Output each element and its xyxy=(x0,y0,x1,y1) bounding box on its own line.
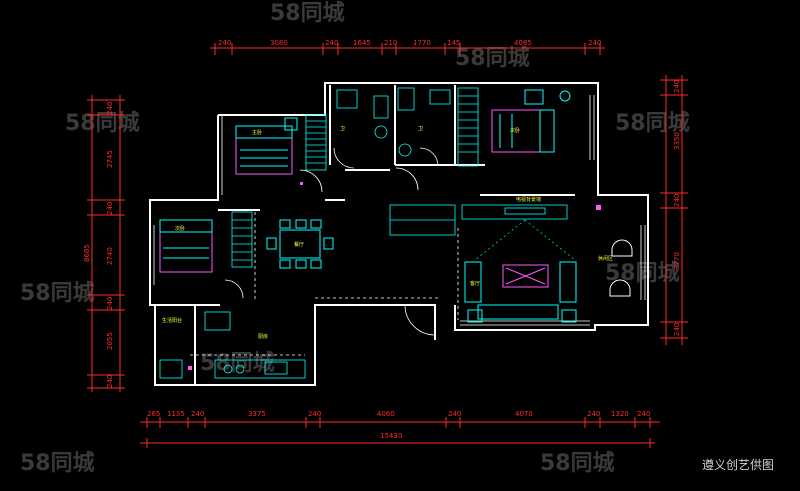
dim-label: 1770 xyxy=(413,39,431,47)
kitchen-fixtures xyxy=(159,311,306,379)
watermark: 58同城 xyxy=(65,110,140,136)
wardrobe-2 xyxy=(231,211,253,268)
left-dimension-labels: 240 2745 240 2740 240 2055 240 8685 xyxy=(83,102,114,388)
living-dashes xyxy=(474,219,576,261)
dashed-lines xyxy=(190,212,459,356)
dim-label: 1645 xyxy=(353,39,371,47)
dim-label: 240 xyxy=(448,410,461,418)
dim-label: 240 xyxy=(325,39,338,47)
bed-second xyxy=(159,219,213,273)
right-dimension-labels: 240 3350 240 3770 240 xyxy=(673,80,681,336)
markers xyxy=(188,182,601,370)
room-label-kitchen: 厨房 xyxy=(258,333,268,340)
bed-third xyxy=(491,89,571,153)
dim-label: 240 xyxy=(106,297,114,310)
dim-label: 210 xyxy=(384,39,397,47)
dim-label: 240 xyxy=(106,202,114,215)
dim-label: 240 xyxy=(587,410,600,418)
wardrobe xyxy=(305,114,327,171)
dim-label: 240 xyxy=(106,375,114,388)
watermarks: 58同城 58同城 58同城 58同城 58同城 58同城 58同城 58同城 … xyxy=(20,0,690,476)
bottom-dimension-labels: 265 1135 240 3375 240 4060 240 4070 240 … xyxy=(147,410,650,440)
dim-label: 240 xyxy=(588,39,601,47)
dim-total: 15430 xyxy=(380,432,402,440)
watermark: 58同城 xyxy=(270,0,345,26)
dim-label: 3770 xyxy=(673,252,681,270)
dim-label: 2740 xyxy=(106,247,114,265)
dining-table xyxy=(266,219,334,269)
watermark: 58同城 xyxy=(455,45,530,71)
top-dimension-labels: 240 3080 240 1645 210 1770 145 4085 240 xyxy=(218,39,601,47)
dim-label: 1135 xyxy=(167,410,185,418)
watermark: 58同城 xyxy=(605,260,680,286)
dim-label: 4085 xyxy=(514,39,532,47)
living-sofa xyxy=(464,261,577,323)
room-label-balcony: 生活阳台 xyxy=(162,317,182,324)
room-label-third-bedroom: 次卧 xyxy=(510,127,520,134)
dim-total: 8685 xyxy=(83,244,91,262)
doors xyxy=(224,147,439,336)
dim-label: 240 xyxy=(191,410,204,418)
dim-label: 3350 xyxy=(673,132,681,150)
dim-label: 2745 xyxy=(106,150,114,168)
room-label-dining: 餐厅 xyxy=(294,241,304,248)
leisure-chairs xyxy=(609,239,633,297)
dim-label: 240 xyxy=(673,323,681,336)
watermark: 58同城 xyxy=(200,350,275,376)
dim-label: 4060 xyxy=(377,410,395,418)
image-caption: 遵义创艺供图 xyxy=(701,458,774,472)
dim-label: 240 xyxy=(106,102,114,115)
bed-master xyxy=(235,117,298,175)
dimension-lines xyxy=(91,47,683,444)
room-label-leisure: 休闲区 xyxy=(598,255,613,262)
room-label-living: 客厅 xyxy=(470,280,480,287)
dim-label: 240 xyxy=(637,410,650,418)
dim-label: 240 xyxy=(308,410,321,418)
watermark: 58同城 xyxy=(615,110,690,136)
dimension-ticks xyxy=(87,43,688,448)
tv-wall xyxy=(389,204,568,236)
dim-label: 145 xyxy=(447,39,460,47)
dim-label: 240 xyxy=(218,39,231,47)
dim-label: 240 xyxy=(673,194,681,207)
dim-label: 2055 xyxy=(106,332,114,350)
dim-label: 3080 xyxy=(270,39,288,47)
room-label-master-bedroom: 主卧 xyxy=(252,129,262,136)
bathroom-fixtures xyxy=(336,87,479,167)
dim-label: 4070 xyxy=(515,410,533,418)
watermark: 58同城 xyxy=(20,450,95,476)
room-label-bath2: 卫 xyxy=(418,126,423,132)
dim-label: 3375 xyxy=(248,410,266,418)
room-label-bath1: 卫 xyxy=(340,126,345,132)
dim-label: 265 xyxy=(147,410,160,418)
watermark: 58同城 xyxy=(540,450,615,476)
room-label-tv-wall: 电视背景墙 xyxy=(516,196,541,203)
walls xyxy=(149,82,649,386)
dim-label: 240 xyxy=(673,80,681,93)
room-label-second-bedroom: 次卧 xyxy=(175,225,185,232)
dim-label: 1320 xyxy=(611,410,629,418)
watermark: 58同城 xyxy=(20,280,95,306)
